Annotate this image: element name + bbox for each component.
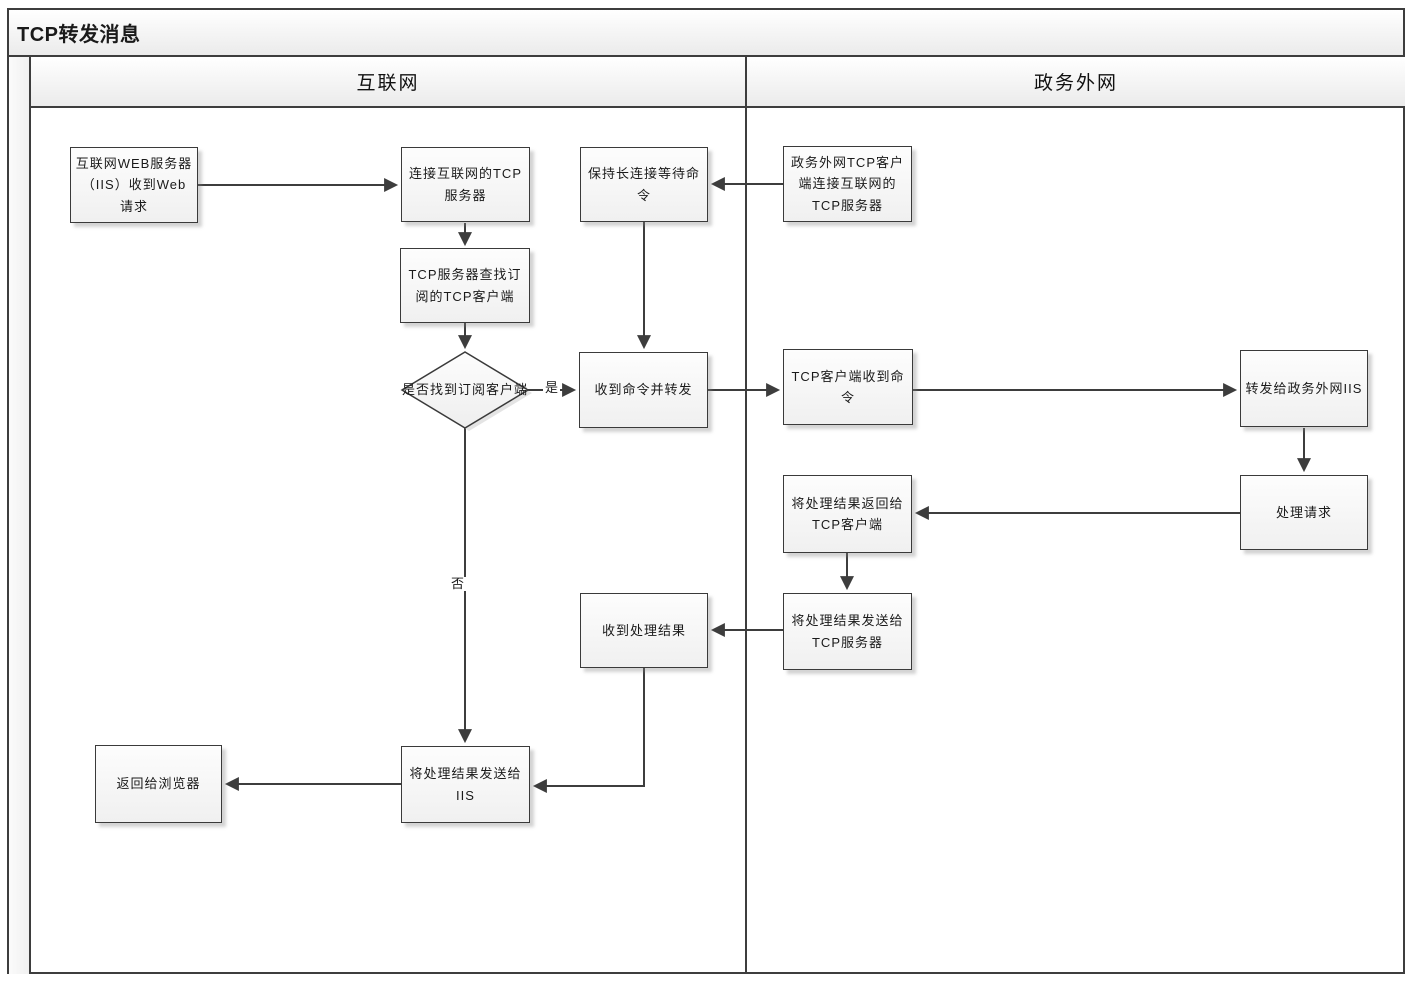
flow-node-connect-tcp-label: 连接互联网的TCP服务器 bbox=[408, 166, 522, 203]
flow-node-forward-gov-iis-label: 转发给政务外网IIS bbox=[1245, 380, 1363, 396]
flow-node-gov-connect-label: 政务外网TCP客户端连接互联网的TCP服务器 bbox=[790, 154, 904, 213]
flow-node-forward-cmd: 收到命令并转发 bbox=[579, 352, 708, 428]
edge-label-yes-text: 是 bbox=[545, 380, 559, 395]
flow-node-client-recv-cmd: TCP客户端收到命令 bbox=[783, 349, 913, 425]
flow-node-return-result-label: 将处理结果返回给TCP客户端 bbox=[791, 495, 904, 532]
diagram-title: TCP转发消息 bbox=[17, 24, 141, 46]
flow-node-web-request-label: 互联网WEB服务器（IIS）收到Web请求 bbox=[75, 155, 193, 214]
flow-node-recv-result: 收到处理结果 bbox=[580, 593, 708, 668]
diagram-title-bar: TCP转发消息 bbox=[7, 8, 1405, 57]
edge-label-no-text: 否 bbox=[451, 576, 465, 591]
flow-node-forward-gov-iis: 转发给政务外网IIS bbox=[1240, 350, 1368, 427]
flow-node-forward-cmd-label: 收到命令并转发 bbox=[594, 382, 693, 398]
flow-node-return-result: 将处理结果返回给TCP客户端 bbox=[783, 475, 912, 553]
flow-node-handle-request: 处理请求 bbox=[1240, 475, 1368, 550]
flow-node-send-tcp-server: 将处理结果发送给TCP服务器 bbox=[783, 593, 912, 670]
edge-label-yes: 是 bbox=[543, 380, 561, 396]
swimlane-divider bbox=[745, 108, 747, 974]
edge-label-no: 否 bbox=[449, 576, 467, 592]
swimlane-side-strip bbox=[9, 57, 31, 974]
flow-node-return-browser-label: 返回给浏览器 bbox=[116, 776, 201, 792]
flow-node-send-tcp-server-label: 将处理结果发送给TCP服务器 bbox=[791, 613, 904, 650]
flow-node-handle-request-label: 处理请求 bbox=[1275, 504, 1332, 520]
flow-node-client-recv-cmd-label: TCP客户端收到命令 bbox=[791, 368, 905, 405]
swimlane-header-gov-extranet: 政务外网 bbox=[745, 57, 1405, 108]
flow-node-find-client-label: TCP服务器查找订阅的TCP客户端 bbox=[408, 267, 522, 304]
flow-node-decision-found: 是否找到订阅客户端 bbox=[402, 358, 528, 422]
flow-node-decision-found-label: 是否找到订阅客户端 bbox=[402, 381, 529, 397]
swimlane-label-gov-extranet: 政务外网 bbox=[1033, 73, 1118, 94]
swimlane-header-internet: 互联网 bbox=[31, 57, 745, 108]
flow-node-find-client: TCP服务器查找订阅的TCP客户端 bbox=[400, 248, 530, 323]
flow-node-recv-result-label: 收到处理结果 bbox=[601, 622, 686, 638]
flow-node-keep-alive-label: 保持长连接等待命令 bbox=[587, 166, 700, 203]
swimlane-label-internet: 互联网 bbox=[356, 73, 420, 94]
flow-node-connect-tcp: 连接互联网的TCP服务器 bbox=[401, 147, 530, 222]
flow-node-send-to-iis-label: 将处理结果发送给IIS bbox=[409, 766, 522, 803]
flow-node-send-to-iis: 将处理结果发送给IIS bbox=[401, 746, 530, 823]
flow-node-keep-alive: 保持长连接等待命令 bbox=[580, 147, 708, 222]
flow-node-return-browser: 返回给浏览器 bbox=[95, 745, 222, 823]
flow-node-gov-connect: 政务外网TCP客户端连接互联网的TCP服务器 bbox=[783, 146, 912, 222]
flow-node-web-request: 互联网WEB服务器（IIS）收到Web请求 bbox=[70, 147, 198, 223]
